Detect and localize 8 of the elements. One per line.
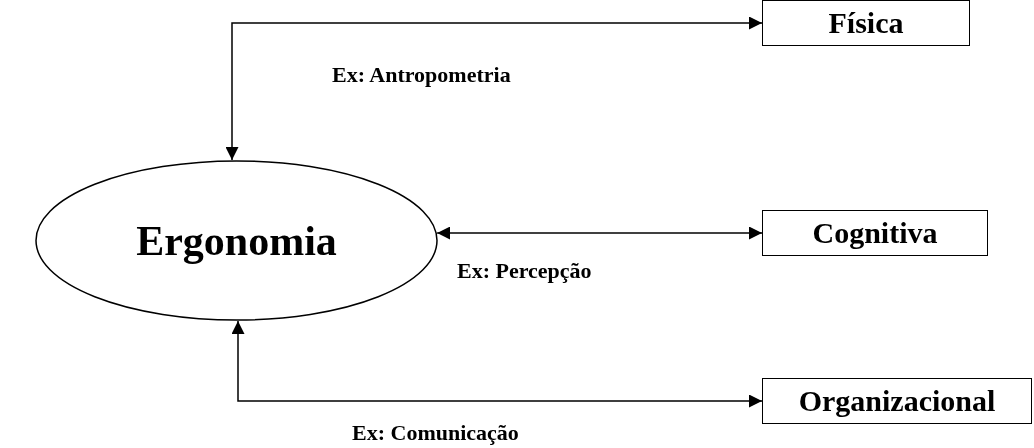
node-label: Cognitiva [812,216,938,250]
node-label: Ergonomia [136,216,337,265]
category-box [762,378,1032,424]
ellipse-node [35,160,438,321]
node-label: Física [828,6,904,40]
category-box [762,0,970,46]
node-label: Organizacional [798,384,996,418]
category-box [762,210,988,256]
